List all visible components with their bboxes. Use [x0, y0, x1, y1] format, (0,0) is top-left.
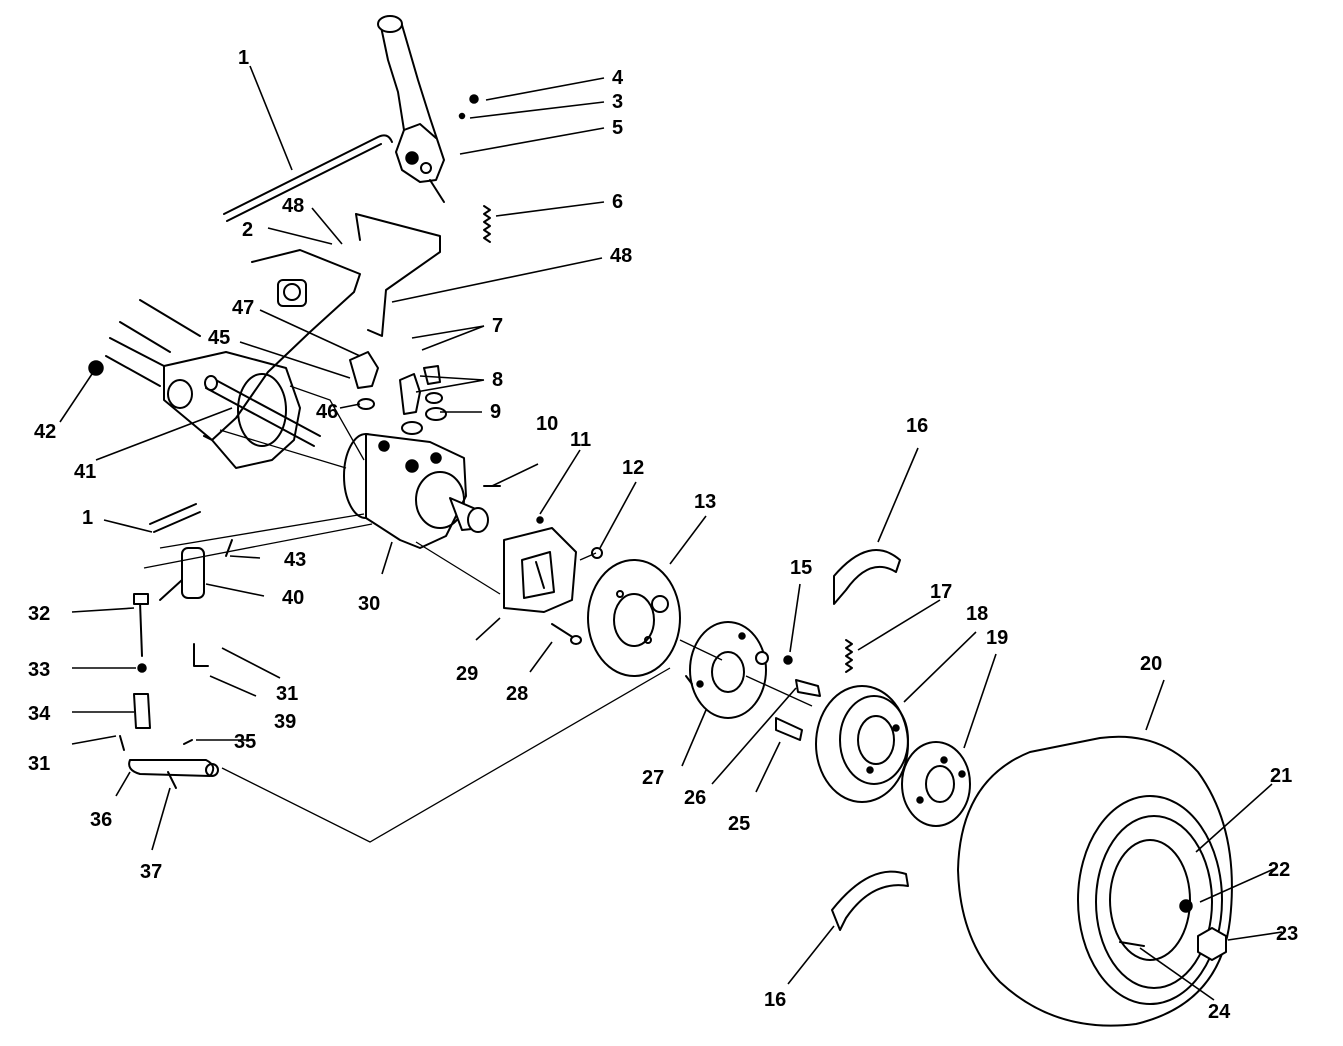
callout-13: 13: [694, 491, 716, 513]
part-brake-arm: [128, 739, 219, 789]
part-mount-plate: [503, 527, 577, 613]
callout-24: 24: [1208, 1001, 1231, 1023]
part-hub-plate: [685, 621, 769, 719]
part-stud-25: [775, 717, 803, 741]
part-spring-lower: [845, 639, 853, 673]
callout-48-upper: 48: [282, 195, 304, 217]
callout-26: 26: [684, 787, 706, 809]
callout-labels: 1 4 3 5 6 48 2 48 47 7 45 8 46 9 42 10 1…: [28, 47, 1298, 1023]
callout-21: 21: [1270, 765, 1292, 787]
callout-22: 22: [1268, 859, 1290, 881]
callout-37: 37: [140, 861, 162, 883]
part-fitting-right: [399, 365, 447, 435]
callout-45: 45: [208, 327, 230, 349]
callout-23: 23: [1276, 923, 1298, 945]
part-rod-upper: [223, 134, 393, 222]
callout-17: 17: [930, 581, 952, 603]
part-brake-shoe-lower: [831, 870, 909, 931]
callout-8: 8: [492, 369, 503, 391]
callout-46: 46: [316, 401, 338, 423]
part-stud-26: [795, 679, 821, 697]
part-washer-12: [591, 547, 603, 559]
callout-16-upper: 16: [906, 415, 928, 437]
callout-7: 7: [492, 315, 503, 337]
callout-4: 4: [612, 67, 624, 89]
part-linkage-rod: [149, 503, 201, 533]
callout-9: 9: [490, 401, 501, 423]
part-frame-bracket: [105, 213, 441, 469]
callout-2: 2: [242, 219, 253, 241]
callout-16-lower: 16: [764, 989, 786, 1011]
callout-48-lower: 48: [610, 245, 632, 267]
part-stud-15: [783, 655, 793, 665]
part-fitting-left: [349, 351, 379, 410]
callout-11: 11: [570, 429, 591, 451]
callout-20: 20: [1140, 653, 1162, 675]
leader-lines: [59, 65, 1283, 1001]
part-brake-drum: [815, 685, 909, 803]
callout-40: 40: [282, 587, 304, 609]
callout-36: 36: [90, 809, 112, 831]
callout-29: 29: [456, 663, 478, 685]
callout-43: 43: [284, 549, 306, 571]
part-hub: [901, 741, 971, 827]
callout-10: 10: [536, 413, 558, 435]
callout-42: 42: [34, 421, 56, 443]
callout-19: 19: [986, 627, 1008, 649]
part-pin-43: [225, 539, 233, 557]
part-bolt-28: [551, 623, 582, 645]
part-brake-shoe-upper: [833, 549, 901, 605]
part-clevis-40: [159, 547, 205, 601]
callout-41: 41: [74, 461, 96, 483]
part-spring-upper: [483, 205, 491, 243]
part-wheel-motor: [343, 433, 489, 549]
callout-18: 18: [966, 603, 988, 625]
callout-28: 28: [506, 683, 528, 705]
part-screw: [469, 94, 479, 104]
callout-15: 15: [790, 557, 812, 579]
callout-6: 6: [612, 191, 623, 213]
part-washer: [458, 112, 466, 120]
callout-39: 39: [274, 711, 296, 733]
callout-30: 30: [358, 593, 380, 615]
callout-47: 47: [232, 297, 254, 319]
callout-31-right: 31: [276, 683, 298, 705]
part-bolt-11: [536, 516, 544, 524]
callout-25: 25: [728, 813, 750, 835]
callout-1-lower: 1: [82, 507, 93, 529]
part-tire-wheel: [957, 735, 1233, 1027]
part-adjusting-bolt: [133, 593, 151, 729]
callout-35: 35: [234, 731, 256, 753]
callout-33: 33: [28, 659, 50, 681]
part-axle-rod: [204, 375, 321, 447]
part-pin-39: [193, 643, 209, 667]
callout-1-upper: 1: [238, 47, 249, 69]
callout-12: 12: [622, 457, 644, 479]
assembly-lines: [143, 385, 813, 843]
callout-31-left: 31: [28, 753, 50, 775]
callout-34: 34: [28, 703, 51, 725]
part-pin-31: [119, 735, 125, 751]
callout-32: 32: [28, 603, 50, 625]
part-nut-42: [88, 360, 104, 376]
part-brake-disc: [587, 559, 681, 677]
callout-27: 27: [642, 767, 664, 789]
part-brake-handle: [377, 15, 445, 203]
callout-5: 5: [612, 117, 623, 139]
callout-3: 3: [612, 91, 623, 113]
